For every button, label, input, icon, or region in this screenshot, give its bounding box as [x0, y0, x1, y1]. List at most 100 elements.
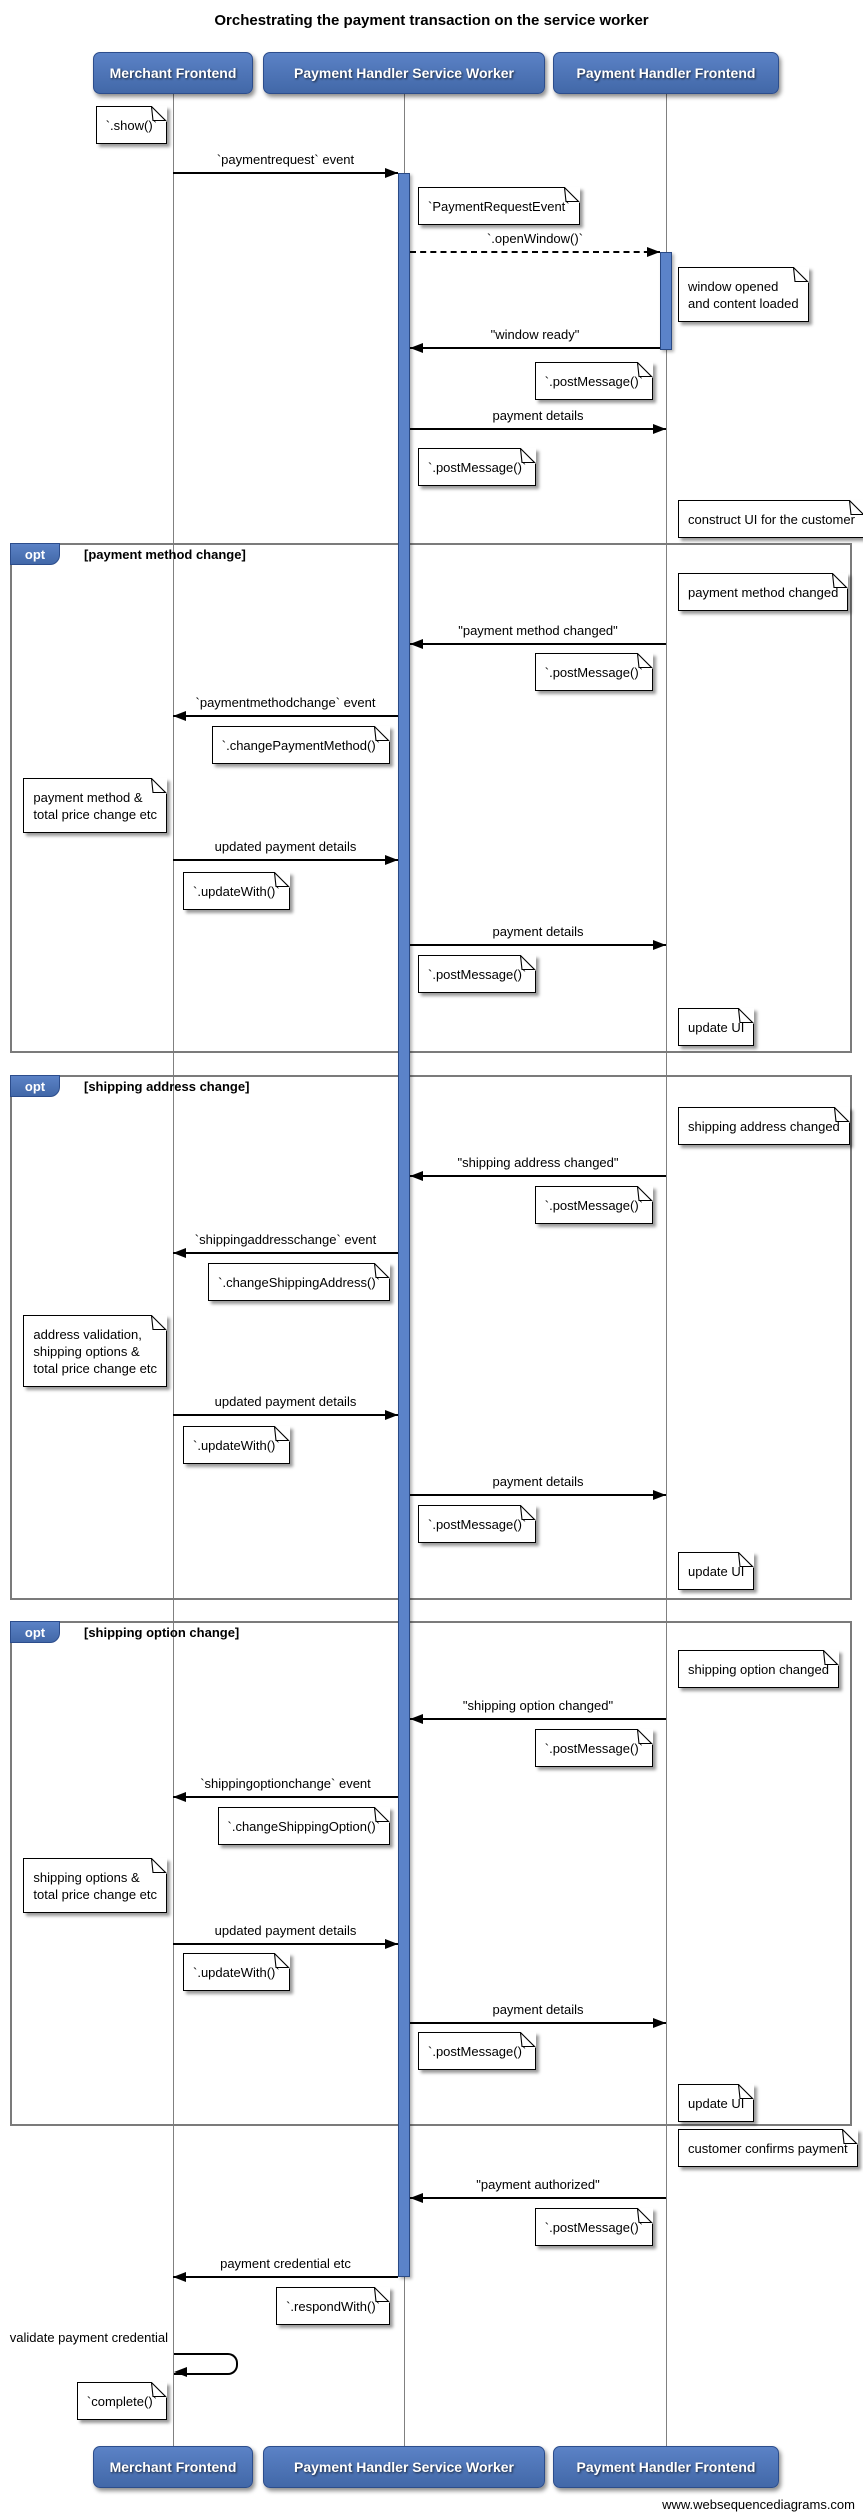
note-show: `.show()`	[95, 106, 167, 144]
note-fold-corner-icon	[738, 2084, 755, 2100]
opt-frame-tab: opt	[10, 543, 60, 565]
message-payment-details-line	[410, 428, 666, 430]
message-paymentrequest-event-line	[173, 172, 398, 174]
note-text: update UI	[688, 1564, 745, 1579]
message-payment-method-changed-label: "payment method changed"	[458, 623, 618, 638]
note-shipping-options-total-price-change-etc: shipping options &total price change etc	[23, 1858, 167, 1913]
arrowhead-icon	[653, 424, 666, 434]
note-changepaymentmethod: `.changePaymentMethod()`	[211, 726, 390, 764]
note-fold-corner-icon	[273, 1426, 290, 1442]
note-construct-ui-for-the-customer: construct UI for the customer	[678, 500, 863, 538]
note-text: `.postMessage()`	[544, 2220, 643, 2235]
message-shippingaddresschange-event-label: `shippingaddresschange` event	[194, 1232, 377, 1247]
note-text: `.postMessage()`	[544, 374, 643, 389]
note-text: shipping options &	[33, 1344, 140, 1359]
note-shipping-address-changed: shipping address changed	[678, 1107, 850, 1145]
note-fold-corner-icon	[637, 2208, 653, 2224]
note-fold-corner-icon	[374, 1807, 390, 1823]
note-respondwith: `.respondWith()`	[276, 2287, 390, 2325]
note-fold-corner-icon	[273, 872, 290, 888]
note-text: `.postMessage()`	[428, 967, 527, 982]
arrowhead-icon	[385, 1410, 398, 1420]
message-updated-payment-details-label: updated payment details	[214, 839, 357, 854]
message-shippingoptionchange-event-label: `shippingoptionchange` event	[200, 1776, 371, 1791]
actor-payment-handler-service-worker-bottom: Payment Handler Service Worker	[263, 2446, 545, 2488]
note-text: `.respondWith()`	[286, 2299, 380, 2314]
note-complete: `complete()`	[76, 2382, 167, 2420]
arrowhead-icon	[410, 343, 423, 353]
message-payment-details-line	[410, 1494, 666, 1496]
message-shipping-option-changed-line	[410, 1718, 666, 1720]
note-update-ui: update UI	[678, 2084, 755, 2122]
message-shipping-option-changed-label: "shipping option changed"	[462, 1698, 614, 1713]
note-postmessage: `.postMessage()`	[534, 1186, 653, 1224]
opt-frame-tab: opt	[10, 1621, 60, 1643]
opt-frame-payment-method-change: opt [payment method change]	[10, 543, 852, 1053]
note-text: `.updateWith()`	[193, 1965, 280, 1980]
arrowhead-icon	[410, 639, 423, 649]
note-paymentrequestevent: `PaymentRequestEvent`	[418, 187, 580, 225]
note-postmessage: `.postMessage()`	[418, 2032, 537, 2070]
actor-merchant-frontend-bottom: Merchant Frontend	[93, 2446, 253, 2488]
arrowhead-icon	[173, 2272, 186, 2282]
message-payment-method-changed-line	[410, 643, 666, 645]
message-paymentmethodchange-event-label: `paymentmethodchange` event	[195, 695, 376, 710]
message-payment-details-label: payment details	[492, 924, 584, 939]
message-paymentmethodchange-event-line	[173, 715, 398, 717]
message-updated-payment-details-label: updated payment details	[214, 1923, 357, 1938]
arrowhead-icon	[647, 247, 660, 257]
arrowhead-icon	[173, 1248, 186, 1258]
note-updatewith: `.updateWith()`	[183, 1953, 290, 1991]
note-postmessage: `.postMessage()`	[534, 362, 653, 400]
note-text: payment method changed	[688, 585, 839, 600]
watermark-websequencediagrams: www.websequencediagrams.com	[662, 2497, 855, 2512]
note-text: update UI	[688, 1020, 745, 1035]
note-fold-corner-icon	[637, 362, 653, 378]
message-window-ready-label: "window ready"	[490, 327, 580, 342]
note-updatewith: `.updateWith()`	[183, 872, 290, 910]
note-update-ui: update UI	[678, 1008, 755, 1046]
note-text: shipping option changed	[688, 1662, 829, 1677]
note-text: payment method &	[33, 790, 143, 805]
arrowhead-icon	[410, 1714, 423, 1724]
message-updated-payment-details-line	[173, 859, 398, 861]
activation-bar-payment-handler-frontend	[660, 252, 672, 350]
message-payment-credential-etc-line	[173, 2276, 398, 2278]
message-payment-details-label: payment details	[492, 408, 584, 423]
note-fold-corner-icon	[563, 187, 580, 203]
message-shipping-address-changed-line	[410, 1175, 666, 1177]
opt-frame-condition: [payment method change]	[84, 547, 246, 562]
arrowhead-icon	[173, 1792, 186, 1802]
note-fold-corner-icon	[151, 106, 167, 122]
message-payment-details-label: payment details	[492, 2002, 584, 2017]
note-text: total price change etc	[33, 1887, 157, 1902]
note-fold-corner-icon	[273, 1953, 290, 1969]
message-shipping-address-changed-label: "shipping address changed"	[457, 1155, 619, 1170]
arrowhead-icon	[385, 1939, 398, 1949]
note-text: `PaymentRequestEvent`	[428, 199, 570, 214]
note-fold-corner-icon	[738, 1008, 755, 1024]
note-text: `.postMessage()`	[544, 1741, 643, 1756]
note-postmessage: `.postMessage()`	[418, 448, 537, 486]
note-postmessage: `.postMessage()`	[418, 955, 537, 993]
lifeline-merchant-frontend	[173, 94, 174, 2446]
arrowhead-icon	[410, 2193, 423, 2203]
note-fold-corner-icon	[374, 1263, 390, 1279]
note-fold-corner-icon	[520, 1505, 537, 1521]
opt-frame-condition: [shipping option change]	[84, 1625, 240, 1640]
note-postmessage: `.postMessage()`	[534, 653, 653, 691]
note-payment-method-total-price-change-etc: payment method &total price change etc	[23, 778, 167, 833]
note-fold-corner-icon	[151, 1315, 167, 1331]
note-postmessage: `.postMessage()`	[534, 2208, 653, 2246]
message-payment-authorized-label: "payment authorized"	[476, 2177, 600, 2192]
note-text: `.postMessage()`	[544, 665, 643, 680]
self-message-label: validate payment credential	[9, 2330, 168, 2345]
note-update-ui: update UI	[678, 1552, 755, 1590]
note-postmessage: `.postMessage()`	[534, 1729, 653, 1767]
note-fold-corner-icon	[151, 1858, 167, 1874]
note-fold-corner-icon	[832, 573, 849, 589]
diagram-title: Orchestrating the payment transaction on…	[214, 12, 649, 29]
note-text: and content loaded	[688, 296, 799, 311]
